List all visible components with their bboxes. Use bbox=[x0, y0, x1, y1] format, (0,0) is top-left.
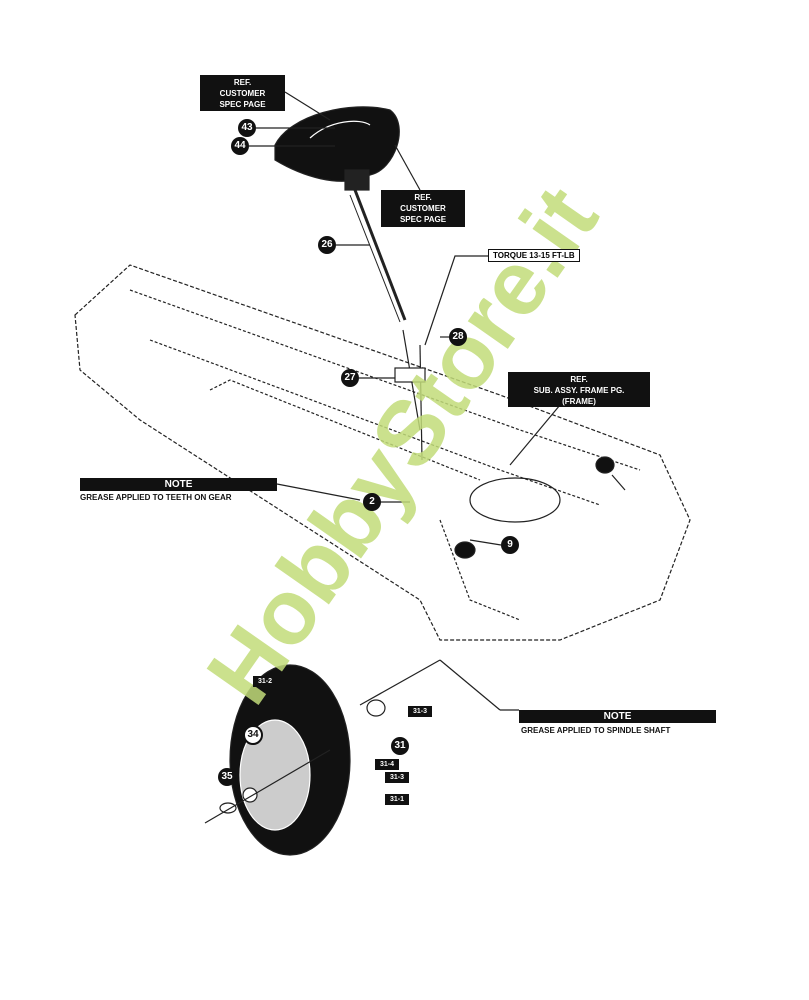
torque-label: TORQUE 13-15 FT-LB bbox=[488, 249, 580, 262]
callout-44: 44 bbox=[231, 137, 249, 155]
note-gear-title: NOTE bbox=[80, 478, 277, 491]
steering-wheel bbox=[274, 106, 400, 182]
callout-28: 28 bbox=[449, 328, 467, 346]
callout-43: 43 bbox=[238, 119, 256, 137]
ref-line: (FRAME) bbox=[562, 397, 596, 406]
callout-35: 35 bbox=[218, 768, 236, 786]
callout-34: 34 bbox=[243, 725, 263, 745]
callout-31: 31 bbox=[391, 737, 409, 755]
callout-9: 9 bbox=[501, 536, 519, 554]
tag-31-3-upper: 31-3 bbox=[408, 706, 433, 717]
ref-line: CUSTOMER bbox=[219, 89, 266, 98]
callout-2: 2 bbox=[363, 493, 381, 511]
tag-31-4: 31-4 bbox=[375, 759, 400, 770]
ref-customer-spec-box-2: REF. CUSTOMER SPEC PAGE bbox=[381, 190, 465, 227]
ref-line: SUB. ASSY. FRAME PG. bbox=[533, 386, 625, 395]
note-spindle-text: GREASE APPLIED TO SPINDLE SHAFT bbox=[521, 726, 671, 735]
ref-line: CUSTOMER bbox=[400, 204, 446, 213]
tractor-frame bbox=[74, 264, 691, 641]
ref-customer-spec-box-1: REF. CUSTOMER SPEC PAGE bbox=[200, 75, 285, 111]
tag-31-1: 31-1 bbox=[385, 794, 410, 805]
ref-line: SPEC PAGE bbox=[399, 215, 447, 224]
tag-31-2: 31-2 bbox=[253, 676, 278, 687]
callout-27: 27 bbox=[341, 369, 359, 387]
rim bbox=[239, 719, 311, 831]
callout-26: 26 bbox=[318, 236, 336, 254]
ref-line: REF. bbox=[570, 375, 588, 384]
ref-line: REF. bbox=[233, 78, 252, 87]
ref-line: REF. bbox=[414, 193, 432, 202]
ref-line: SPEC PAGE bbox=[219, 100, 266, 109]
note-spindle-title: NOTE bbox=[519, 710, 716, 723]
note-gear-text: GREASE APPLIED TO TEETH ON GEAR bbox=[80, 493, 232, 502]
ref-frame-box: REF. SUB. ASSY. FRAME PG. (FRAME) bbox=[508, 372, 650, 407]
tag-31-3-lower: 31-3 bbox=[385, 772, 410, 783]
